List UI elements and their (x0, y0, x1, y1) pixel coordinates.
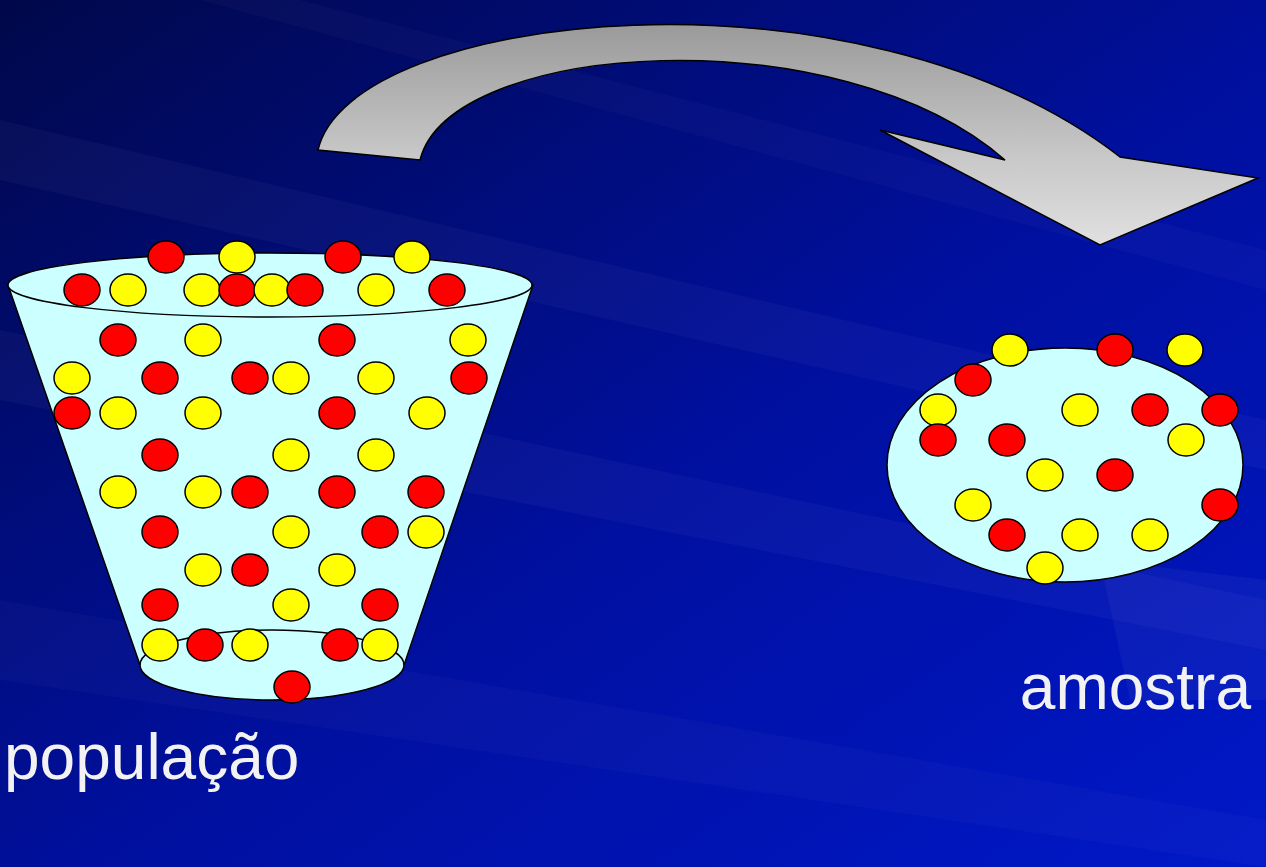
ball (54, 362, 90, 394)
ball (319, 554, 355, 586)
population-cup: população (0, 150, 540, 800)
ball (232, 629, 268, 661)
ball (185, 554, 221, 586)
ball (1132, 394, 1168, 426)
ball (319, 397, 355, 429)
ball (185, 324, 221, 356)
ball (362, 589, 398, 621)
ball (110, 274, 146, 306)
ball (1132, 519, 1168, 551)
ball (184, 274, 220, 306)
ball (1062, 394, 1098, 426)
ball (100, 324, 136, 356)
ball (451, 362, 487, 394)
ball (142, 439, 178, 471)
ball (1202, 489, 1238, 521)
ball (142, 516, 178, 548)
ball (920, 394, 956, 426)
ball (1168, 424, 1204, 456)
ball (185, 476, 221, 508)
node-label: amostra (1020, 649, 1251, 726)
ball (64, 274, 100, 306)
ball (362, 629, 398, 661)
ball (358, 274, 394, 306)
ball (273, 362, 309, 394)
ball (1027, 552, 1063, 584)
ball (232, 476, 268, 508)
ball (54, 397, 90, 429)
ball (142, 629, 178, 661)
ball (1202, 394, 1238, 426)
ball (408, 476, 444, 508)
curved-arrow (318, 25, 1258, 245)
ball (409, 397, 445, 429)
ball (920, 424, 956, 456)
ball (989, 424, 1025, 456)
ball (142, 589, 178, 621)
ball (362, 516, 398, 548)
ball (219, 241, 255, 273)
ball (992, 334, 1028, 366)
ball (358, 362, 394, 394)
ball (254, 274, 290, 306)
sample-ellipse: amostra (885, 245, 1255, 730)
ball (319, 476, 355, 508)
ball (1062, 519, 1098, 551)
ball (325, 241, 361, 273)
ball (232, 554, 268, 586)
ball (1027, 459, 1063, 491)
ball (319, 324, 355, 356)
ball (429, 274, 465, 306)
ball (274, 671, 310, 703)
ball (232, 362, 268, 394)
ball (450, 324, 486, 356)
ball (394, 241, 430, 273)
ball (100, 476, 136, 508)
ball (273, 439, 309, 471)
ball (955, 489, 991, 521)
ball (273, 589, 309, 621)
ball (989, 519, 1025, 551)
ball (148, 241, 184, 273)
ball (1097, 334, 1133, 366)
ball (273, 516, 309, 548)
cup-illustration (0, 150, 540, 800)
ball (322, 629, 358, 661)
ball (142, 362, 178, 394)
ball (358, 439, 394, 471)
ball (219, 274, 255, 306)
ball (1097, 459, 1133, 491)
node-label: população (4, 719, 299, 796)
ball (1167, 334, 1203, 366)
ball (287, 274, 323, 306)
ball (408, 516, 444, 548)
ball (955, 364, 991, 396)
ball (100, 397, 136, 429)
ball (185, 397, 221, 429)
ball (187, 629, 223, 661)
